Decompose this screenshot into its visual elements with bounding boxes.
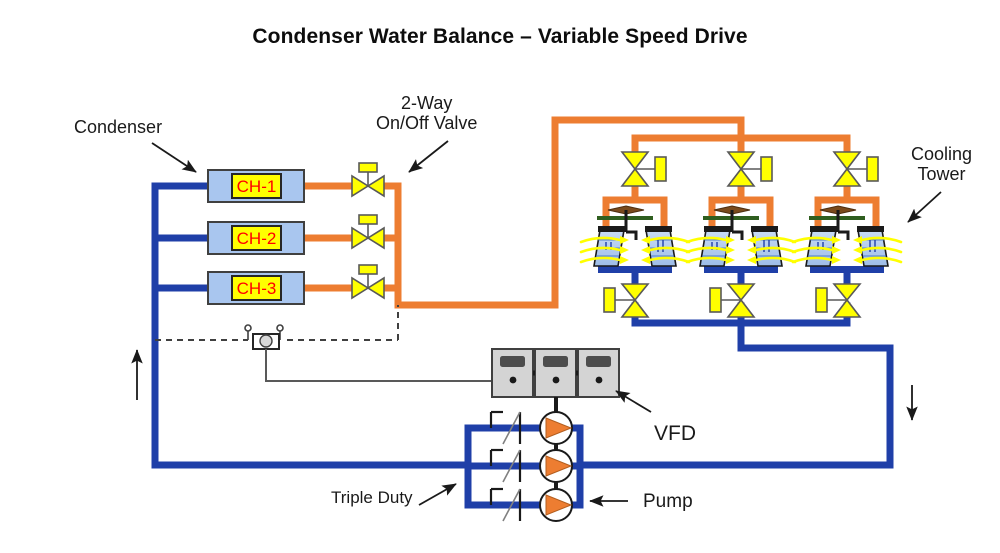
- two-way-valve-label: 2-Way On/Off Valve: [376, 93, 478, 134]
- chiller-unit: [207, 271, 305, 305]
- two-way-valve: [351, 162, 385, 198]
- pump: [539, 411, 573, 445]
- triple-duty-label: Triple Duty: [331, 488, 413, 507]
- pump: [539, 449, 573, 483]
- vfd-leader: [615, 390, 652, 413]
- pump-label: Pump: [643, 491, 693, 512]
- pumps[interactable]: [539, 411, 573, 522]
- tower-inlet-valves[interactable]: [620, 151, 879, 187]
- chiller-unit: [207, 169, 305, 203]
- triple-duty-valves[interactable]: [489, 410, 522, 522]
- vfd-label: VFD: [654, 422, 696, 445]
- differential-pressure-sensor[interactable]: [155, 305, 399, 350]
- triple-duty-leader: [418, 483, 457, 506]
- flow-direction-arrows: [131, 349, 918, 421]
- tower-basins: [598, 266, 884, 273]
- return-piping: [298, 116, 880, 309]
- cooling-tower: [685, 205, 797, 267]
- control-wiring: [265, 349, 492, 382]
- triple-duty-valve: [489, 410, 522, 445]
- cooling-tower-label: Cooling Tower: [911, 144, 973, 185]
- two-way-valve: [351, 214, 385, 250]
- triple-duty-valve: [489, 487, 522, 522]
- callout-arrows: [151, 140, 942, 507]
- cooling-towers: [579, 205, 903, 267]
- condenser-label: Condenser: [74, 117, 163, 137]
- tower-inlet-valve: [726, 151, 773, 187]
- tower-leader: [907, 191, 942, 223]
- triple-duty-valve: [489, 448, 522, 483]
- two-way-valve: [351, 264, 385, 300]
- tower-outlet-valve: [709, 283, 756, 318]
- tower-inlet-valve: [620, 151, 667, 187]
- tower-outlet-valves[interactable]: [603, 283, 862, 318]
- tower-inlet-valve: [832, 151, 879, 187]
- tower-outlet-valve: [603, 283, 650, 318]
- tower-outlet-valve: [815, 283, 862, 318]
- chiller-unit: [207, 221, 305, 255]
- chiller-isolation-valves[interactable]: [351, 162, 385, 300]
- chiller-units: [207, 169, 305, 305]
- valve-leader: [408, 140, 449, 173]
- vfd-cabinets[interactable]: [491, 348, 620, 505]
- condenser-leader: [151, 142, 197, 173]
- page-title: Condenser Water Balance – Variable Speed…: [252, 25, 748, 48]
- cooling-tower: [579, 205, 691, 267]
- pump: [539, 488, 573, 522]
- cooling-tower: [791, 205, 903, 267]
